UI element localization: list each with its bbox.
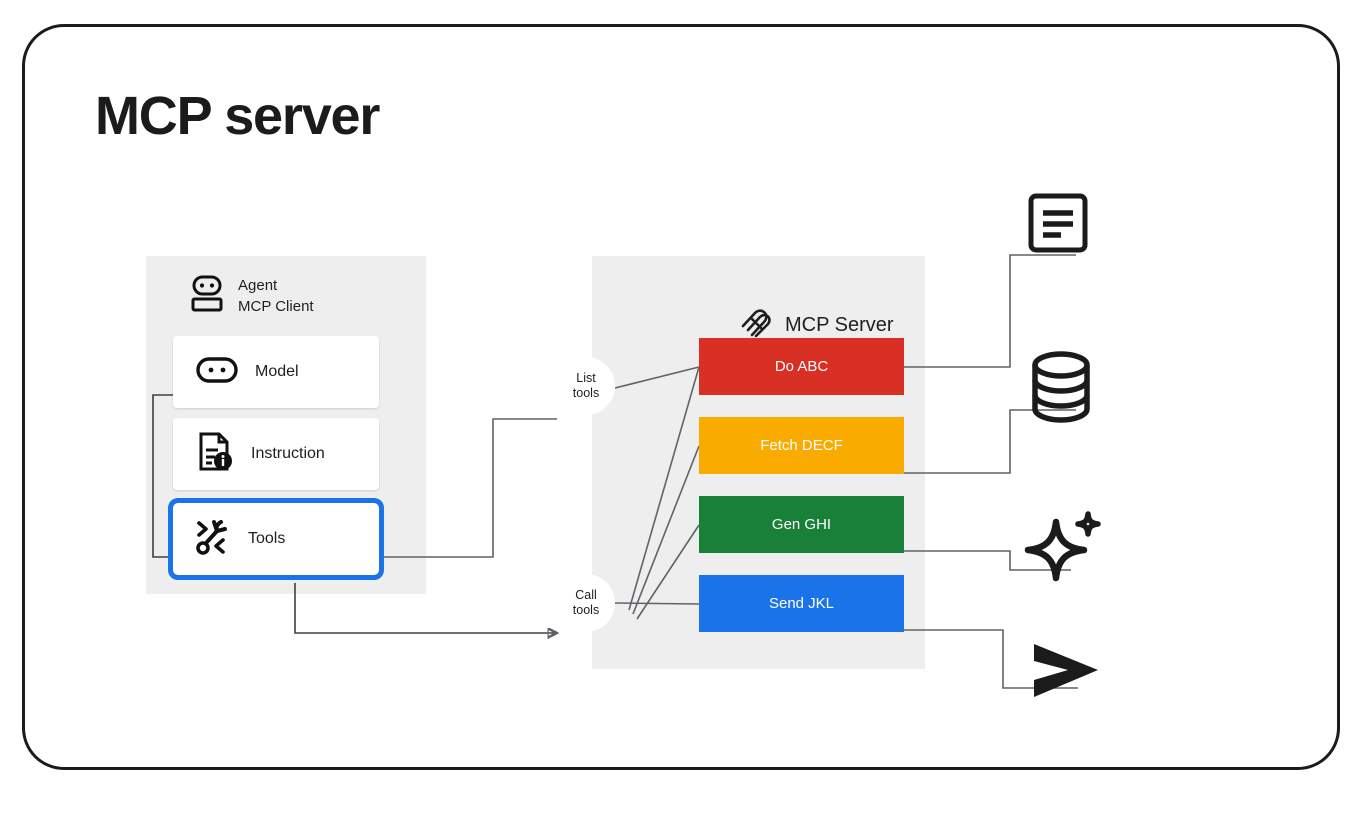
page-title: MCP server — [95, 86, 380, 146]
hub-label-line2: tools — [572, 386, 600, 400]
server-header: MCP Server — [739, 304, 894, 347]
hub-call-tools[interactable]: Call tools — [557, 574, 615, 632]
sparkle-icon — [1022, 508, 1106, 591]
hub-label-line1: List — [576, 371, 596, 385]
database-icon — [1027, 349, 1095, 430]
mcp-logo-icon — [739, 304, 773, 347]
document-info-icon — [195, 431, 235, 478]
hub-label-line1: Call — [575, 588, 597, 602]
agent-card-label: Instruction — [251, 445, 325, 462]
slide-frame: MCP server — [22, 24, 1340, 770]
agent-header-label: Agent MCP Client — [238, 276, 314, 317]
robot-icon — [190, 275, 224, 318]
tools-wrench-code-icon — [190, 515, 232, 564]
tool-box-send-jkl[interactable]: Send JKL — [699, 575, 904, 632]
model-capsule-icon — [195, 355, 239, 390]
agent-header: Agent MCP Client — [190, 275, 314, 318]
hub-label-line2: tools — [572, 603, 600, 617]
document-lines-icon — [1025, 190, 1091, 261]
agent-card-label: Model — [255, 363, 299, 380]
agent-card-tools[interactable]: Tools — [168, 498, 384, 580]
agent-card-model[interactable]: Model — [173, 336, 379, 408]
agent-card-label: Tools — [248, 530, 286, 547]
agent-name-line2: MCP Client — [238, 297, 314, 315]
agent-card-instruction[interactable]: Instruction — [173, 418, 379, 490]
tool-box-do-abc[interactable]: Do ABC — [699, 338, 904, 395]
tool-box-fetch-decf[interactable]: Fetch DECF — [699, 417, 904, 474]
send-arrow-icon — [1028, 640, 1106, 707]
tool-box-gen-ghi[interactable]: Gen GHI — [699, 496, 904, 553]
hub-list-tools[interactable]: List tools — [557, 357, 615, 415]
agent-name-line1: Agent — [238, 277, 278, 295]
server-header-label: MCP Server — [785, 314, 894, 336]
